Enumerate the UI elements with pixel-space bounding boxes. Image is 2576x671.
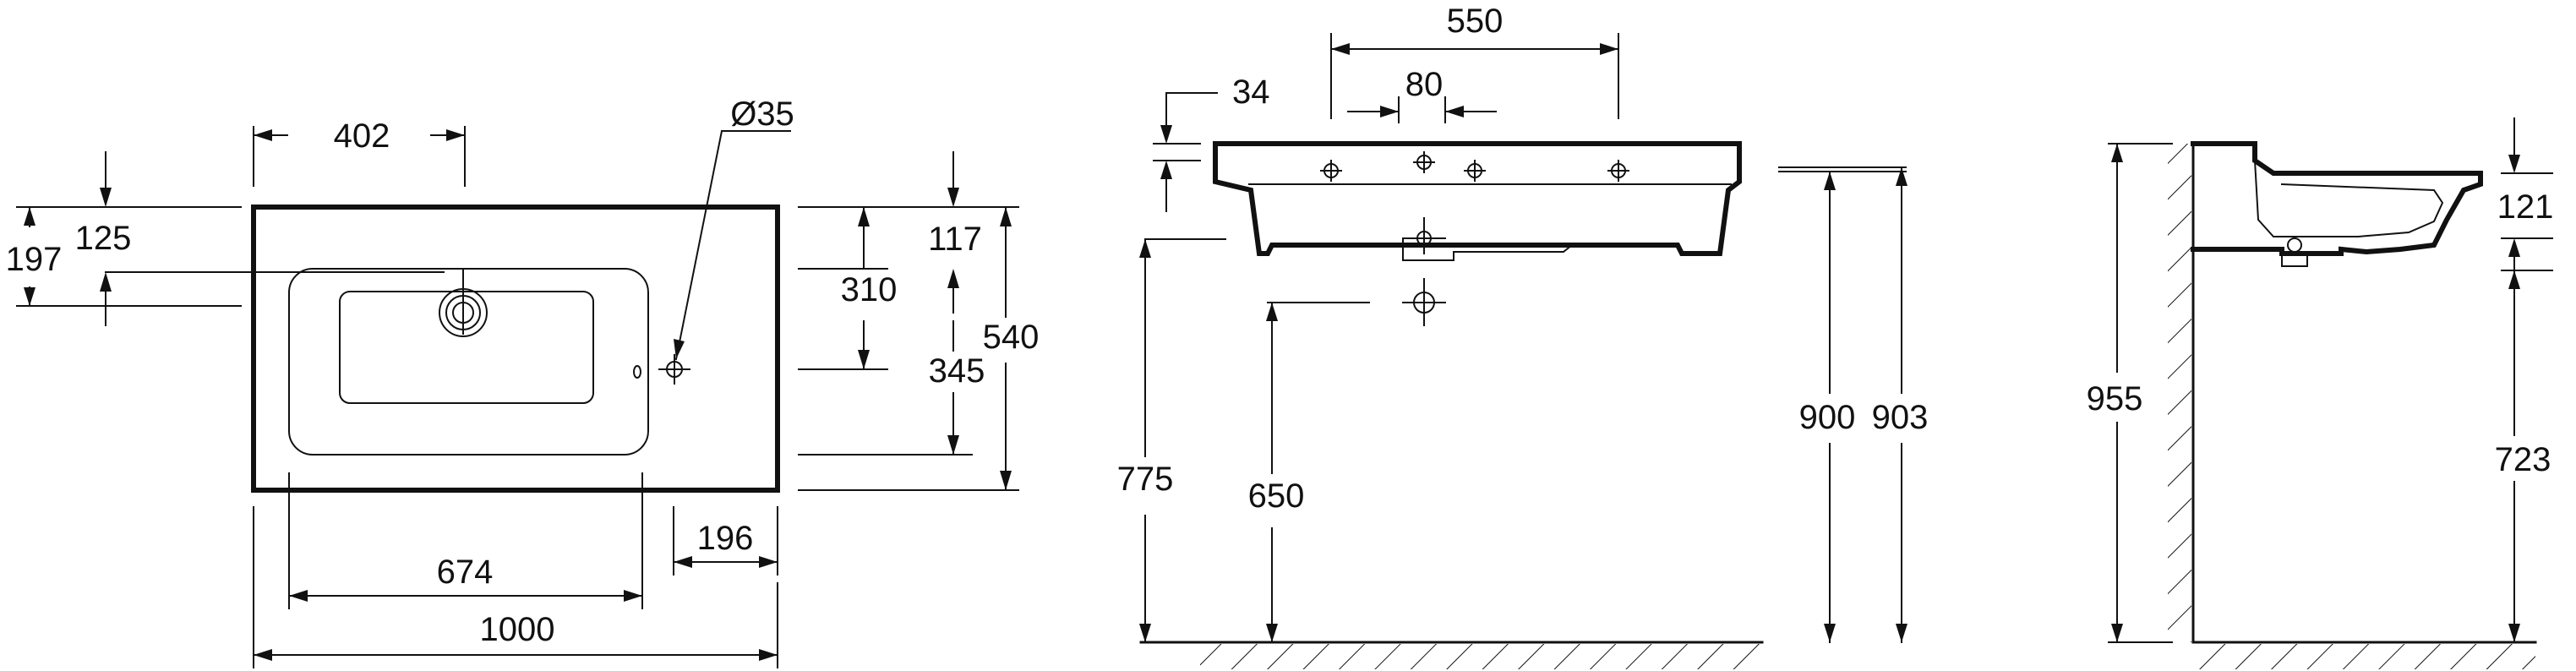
dim-900: 900 (1799, 399, 1856, 436)
drain-recess (339, 291, 594, 404)
plan-view: 402 Ø35 197 125 117 (6, 95, 1040, 668)
dim-1000: 1000 (480, 611, 555, 648)
dim-196: 196 (697, 520, 754, 557)
dim-674: 674 (437, 554, 494, 591)
dim-125: 125 (75, 220, 132, 257)
basin-side-outline (2191, 141, 2483, 256)
dim-723: 723 (2495, 441, 2551, 478)
bowl-outline (288, 268, 649, 456)
dim-310: 310 (841, 271, 898, 308)
dim-955: 955 (2087, 380, 2143, 417)
dim-121: 121 (2497, 188, 2554, 226)
basin-outline (251, 205, 780, 493)
dim-117: 117 (928, 221, 982, 258)
dim-650: 650 (1248, 477, 1305, 515)
dim-34: 34 (1232, 74, 1270, 111)
side-view: 955 121 723 (2087, 117, 2554, 669)
tap-hole-markers (1320, 151, 1629, 182)
front-view: 550 80 34 775 650 (1117, 3, 1929, 669)
dim-540: 540 (983, 319, 1040, 356)
overflow-icon (633, 365, 641, 379)
dim-550: 550 (1447, 3, 1504, 40)
dim-775: 775 (1117, 461, 1174, 498)
dim-402: 402 (334, 117, 390, 155)
dim-80: 80 (1405, 66, 1444, 103)
dim-903: 903 (1872, 399, 1929, 436)
dim-345: 345 (929, 352, 985, 390)
basin-front-outline (1213, 141, 1742, 256)
dim-197: 197 (6, 241, 63, 278)
dim-diameter-35: Ø35 (730, 95, 794, 133)
